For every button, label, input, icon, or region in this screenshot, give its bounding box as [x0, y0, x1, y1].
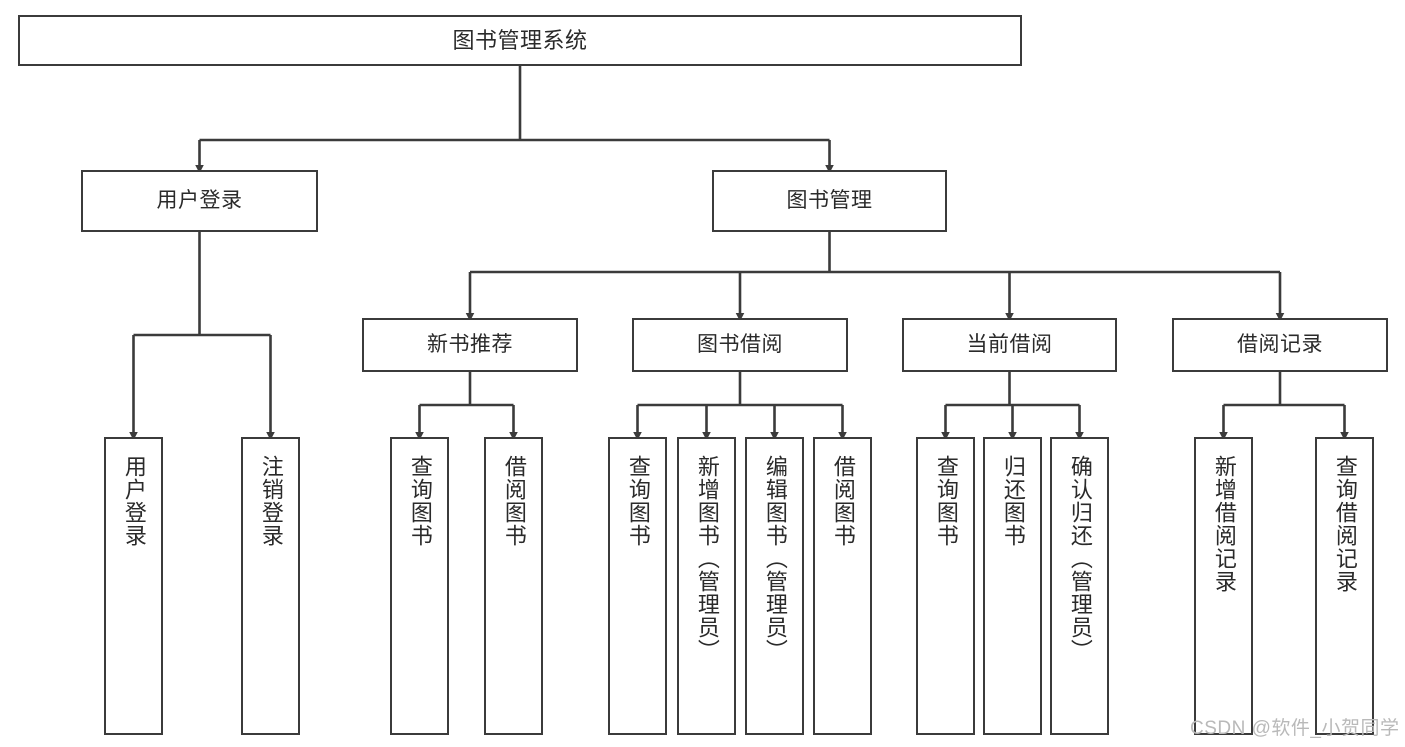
leaf-leaf-return-book-label: 归还图书: [1000, 455, 1026, 547]
leaf-leaf-return-book[interactable]: 归还图书: [983, 437, 1042, 735]
node-root-label: 图书管理系统: [452, 27, 588, 53]
leaf-leaf-query-book-borrow-label: 查询图书: [625, 455, 651, 547]
node-book-borrow[interactable]: 图书借阅: [632, 318, 848, 372]
node-borrow-record-label: 借阅记录: [1237, 332, 1323, 356]
leaf-leaf-borrow-book-label: 借阅图书: [830, 455, 856, 547]
leaf-leaf-query-book-current-label: 查询图书: [933, 455, 959, 547]
leaf-leaf-add-book-label: 新增图书（管理员）: [694, 455, 720, 662]
leaf-leaf-query-record[interactable]: 查询借阅记录: [1315, 437, 1374, 735]
watermark: CSDN @软件_小贺同学: [1190, 718, 1400, 739]
leaf-leaf-edit-book-label: 编辑图书（管理员）: [762, 455, 788, 662]
node-book-borrow-label: 图书借阅: [697, 332, 783, 356]
node-new-book-recommend-label: 新书推荐: [427, 332, 513, 356]
node-current-borrow[interactable]: 当前借阅: [902, 318, 1117, 372]
leaf-leaf-add-book[interactable]: 新增图书（管理员）: [677, 437, 736, 735]
node-borrow-record[interactable]: 借阅记录: [1172, 318, 1388, 372]
leaf-leaf-confirm-return[interactable]: 确认归还（管理员）: [1050, 437, 1109, 735]
leaf-leaf-add-record[interactable]: 新增借阅记录: [1194, 437, 1253, 735]
node-new-book-recommend[interactable]: 新书推荐: [362, 318, 578, 372]
leaf-leaf-query-record-label: 查询借阅记录: [1332, 455, 1358, 593]
leaf-leaf-user-login-label: 用户登录: [121, 455, 147, 547]
leaf-leaf-query-book-rec[interactable]: 查询图书: [390, 437, 449, 735]
leaf-leaf-query-book-borrow[interactable]: 查询图书: [608, 437, 667, 735]
leaf-leaf-query-book-rec-label: 查询图书: [407, 455, 433, 547]
leaf-leaf-edit-book[interactable]: 编辑图书（管理员）: [745, 437, 804, 735]
leaf-leaf-user-logout[interactable]: 注销登录: [241, 437, 300, 735]
node-user-login-label: 用户登录: [156, 188, 243, 212]
leaf-leaf-add-record-label: 新增借阅记录: [1211, 455, 1237, 593]
node-current-borrow-label: 当前借阅: [966, 332, 1053, 356]
leaf-leaf-user-logout-label: 注销登录: [258, 455, 284, 547]
leaf-leaf-borrow-book-rec-label: 借阅图书: [501, 455, 527, 547]
leaf-leaf-user-login[interactable]: 用户登录: [104, 437, 163, 735]
node-book-manage[interactable]: 图书管理: [712, 170, 947, 232]
node-root[interactable]: 图书管理系统: [18, 15, 1022, 66]
leaf-leaf-query-book-current[interactable]: 查询图书: [916, 437, 975, 735]
node-user-login[interactable]: 用户登录: [81, 170, 318, 232]
node-book-manage-label: 图书管理: [786, 188, 873, 212]
leaf-leaf-borrow-book[interactable]: 借阅图书: [813, 437, 872, 735]
leaf-leaf-confirm-return-label: 确认归还（管理员）: [1067, 455, 1093, 662]
leaf-leaf-borrow-book-rec[interactable]: 借阅图书: [484, 437, 543, 735]
